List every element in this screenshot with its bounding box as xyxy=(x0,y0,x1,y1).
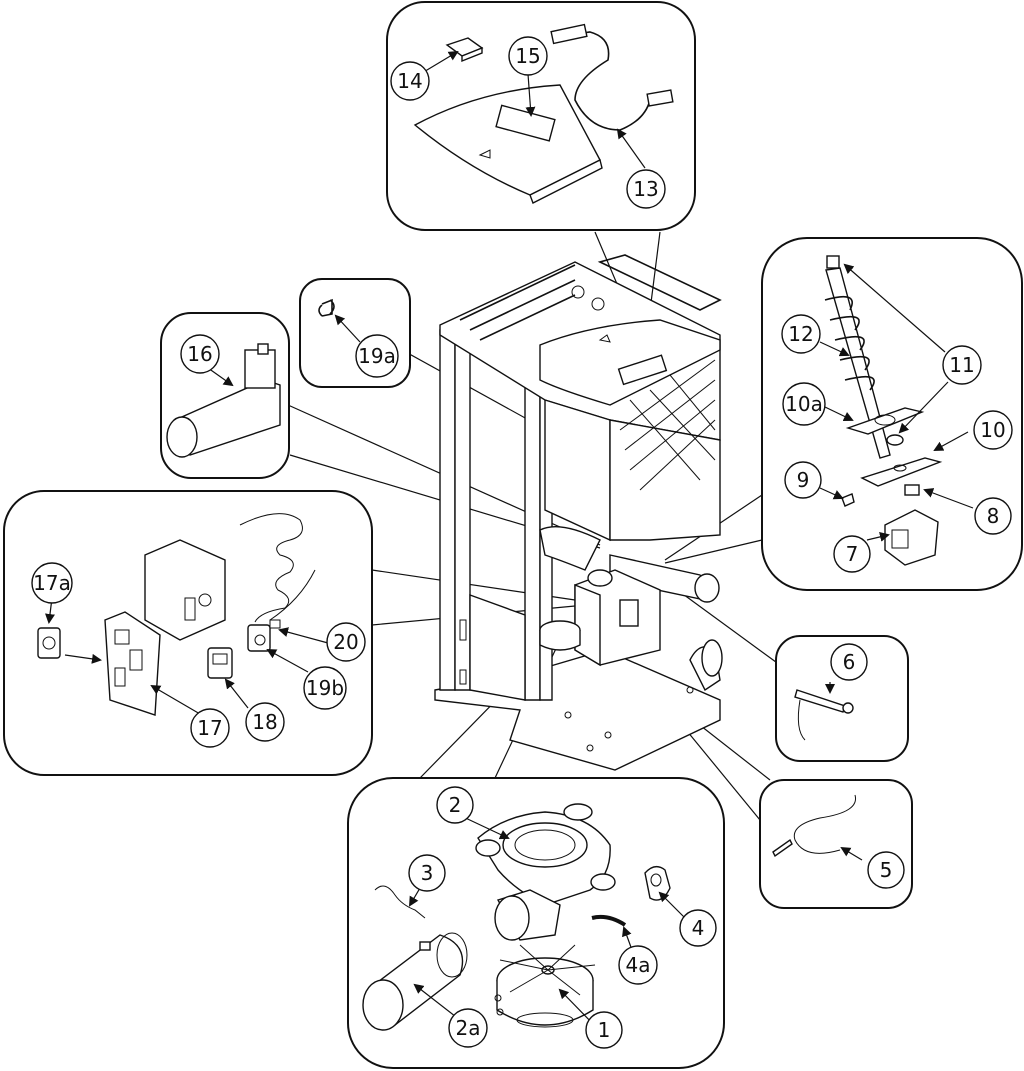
svg-text:11: 11 xyxy=(949,353,974,377)
svg-text:8: 8 xyxy=(987,504,1000,528)
callout-7: 7 xyxy=(833,535,871,573)
svg-text:2a: 2a xyxy=(456,1016,481,1040)
svg-text:17a: 17a xyxy=(33,571,71,595)
callout-20: 20 xyxy=(326,622,366,662)
panel-5 xyxy=(759,779,913,909)
svg-text:19a: 19a xyxy=(358,344,396,368)
callout-17a: 17a xyxy=(31,562,73,604)
svg-text:4a: 4a xyxy=(626,953,651,977)
callout-13: 13 xyxy=(626,169,666,209)
panel-19a xyxy=(299,278,411,388)
svg-text:13: 13 xyxy=(633,177,658,201)
svg-text:4: 4 xyxy=(692,916,705,940)
callout-6: 6 xyxy=(830,643,868,681)
panel-electrical xyxy=(3,490,373,776)
callout-2: 2 xyxy=(436,786,474,824)
callout-11: 11 xyxy=(942,345,982,385)
callout-12: 12 xyxy=(781,314,821,354)
svg-text:17: 17 xyxy=(197,716,222,740)
svg-text:14: 14 xyxy=(397,69,422,93)
callout-1: 1 xyxy=(585,1011,623,1049)
callout-14: 14 xyxy=(390,61,430,101)
svg-text:3: 3 xyxy=(421,861,434,885)
panel-control-top xyxy=(386,1,696,231)
svg-text:15: 15 xyxy=(515,44,540,68)
svg-text:19b: 19b xyxy=(306,676,344,700)
callout-5: 5 xyxy=(867,851,905,889)
svg-text:6: 6 xyxy=(843,650,856,674)
callout-4: 4 xyxy=(679,909,717,947)
svg-text:20: 20 xyxy=(333,630,358,654)
main-boiler-assembly xyxy=(434,254,723,771)
svg-text:9: 9 xyxy=(797,468,810,492)
callout-2a: 2a xyxy=(448,1008,488,1048)
svg-text:5: 5 xyxy=(880,858,893,882)
panel-blower xyxy=(347,777,725,1069)
hopper-lid xyxy=(539,319,721,406)
svg-text:16: 16 xyxy=(187,342,212,366)
svg-text:1: 1 xyxy=(598,1018,611,1042)
svg-text:12: 12 xyxy=(788,322,813,346)
callout-8: 8 xyxy=(974,497,1012,535)
svg-text:18: 18 xyxy=(252,710,277,734)
callout-17: 17 xyxy=(190,708,230,748)
callout-arrows xyxy=(45,50,974,1029)
svg-text:2: 2 xyxy=(449,793,462,817)
svg-text:10: 10 xyxy=(980,418,1005,442)
callout-4a: 4a xyxy=(618,945,658,985)
callout-16: 16 xyxy=(180,334,220,374)
callout-10a: 10a xyxy=(782,382,826,426)
callout-3: 3 xyxy=(408,854,446,892)
callout-15: 15 xyxy=(508,36,548,76)
panel-16 xyxy=(160,312,290,479)
callout-19a: 19a xyxy=(355,334,399,378)
callout-10: 10 xyxy=(973,410,1013,450)
svg-text:10a: 10a xyxy=(785,392,823,416)
callout-9: 9 xyxy=(784,461,822,499)
svg-text:7: 7 xyxy=(846,542,859,566)
callout-18: 18 xyxy=(245,702,285,742)
panel-6 xyxy=(775,635,909,762)
callout-19b: 19b xyxy=(303,666,347,710)
